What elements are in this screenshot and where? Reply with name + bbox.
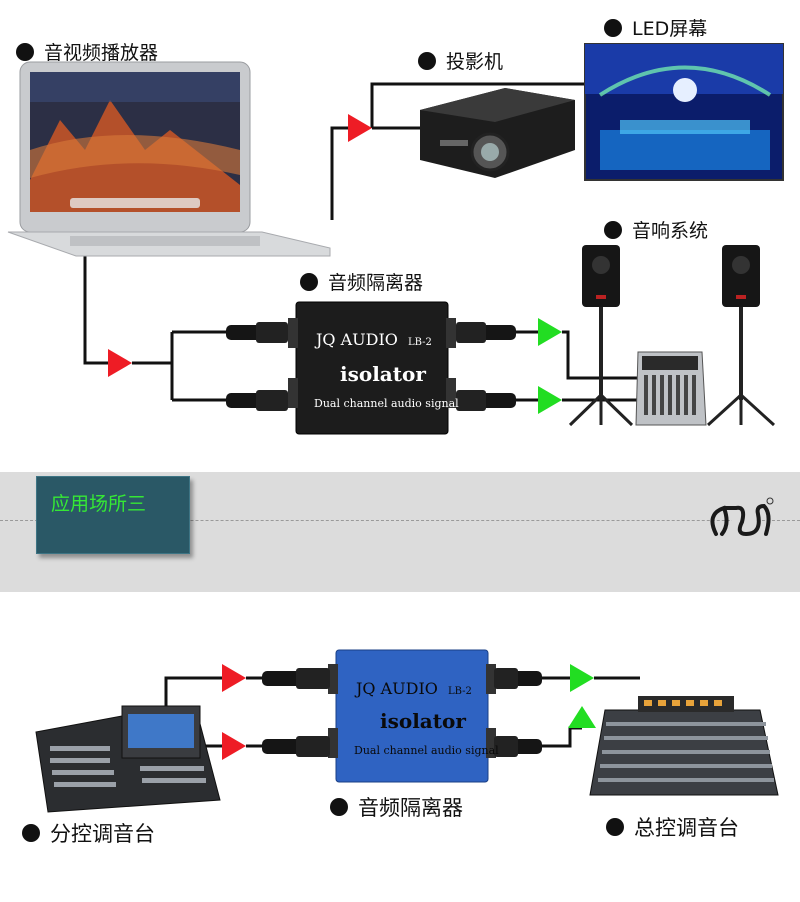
brand-logo-icon: [710, 497, 774, 537]
isolator-brand: JQ AUDIO: [354, 679, 438, 698]
laptop-icon: [7, 61, 331, 257]
label-isolator-bottom: 音频隔离器: [330, 792, 463, 822]
section-title-box: 应用场所三: [36, 476, 190, 554]
isolator-name: isolator: [380, 709, 466, 733]
label-player: 音视频播放器: [16, 38, 158, 65]
isolator-name: isolator: [340, 362, 426, 386]
green-arrow: [538, 318, 562, 346]
projector-icon: [420, 88, 575, 178]
label-sub-console: 分控调音台: [22, 818, 155, 848]
bullet-dot: [604, 18, 622, 37]
isolator-model: LB-2: [408, 337, 432, 348]
green-arrow: [570, 664, 594, 692]
xlr-connector-icon: [226, 322, 516, 411]
bullet-dot: [300, 272, 318, 291]
label-projector: 投影机: [418, 47, 503, 74]
section-title: 应用场所三: [51, 493, 147, 515]
mixer-icon: [635, 351, 707, 426]
label-isolator-top: 音频隔离器: [300, 268, 423, 295]
led-screen-icon: [584, 43, 784, 181]
bullet-dot: [418, 51, 436, 70]
top-diagram: JQ AUDIO LB-2 isolator Dual channel audi…: [7, 43, 784, 435]
top-cables: [83, 82, 640, 402]
bullet-dot: [330, 798, 348, 816]
isolator-blue-body: [328, 649, 496, 783]
isolator-model: LB-2: [448, 686, 472, 697]
bullet-dot: [606, 818, 624, 836]
bullet-dot: [604, 220, 622, 239]
mixer-icon: [589, 696, 779, 796]
green-arrow: [538, 386, 562, 414]
green-arrow: [568, 706, 596, 728]
bullet-dot: [22, 824, 40, 842]
red-arrow: [222, 732, 246, 760]
bottom-diagram: JQ AUDIO LB-2 isolator Dual channel audi…: [35, 649, 779, 813]
speaker-icon: [706, 245, 776, 427]
mixer-icon: [35, 705, 221, 813]
label-main-console: 总控调音台: [606, 812, 739, 842]
red-arrow: [222, 664, 246, 692]
section-divider: [0, 520, 800, 521]
xlr-connector-icon: [262, 668, 542, 757]
isolator-desc: Dual channel audio signal: [314, 397, 459, 410]
isolator-black-body: [288, 301, 456, 435]
label-led-screen: LED屏幕: [604, 14, 707, 41]
speaker-icon: [568, 245, 634, 427]
isolator-desc: Dual channel audio signal: [354, 744, 499, 757]
bullet-dot: [16, 42, 34, 61]
label-speaker-system: 音响系统: [604, 216, 708, 243]
red-arrow: [108, 349, 132, 377]
isolator-brand: JQ AUDIO: [314, 330, 398, 349]
red-arrow: [348, 114, 372, 142]
